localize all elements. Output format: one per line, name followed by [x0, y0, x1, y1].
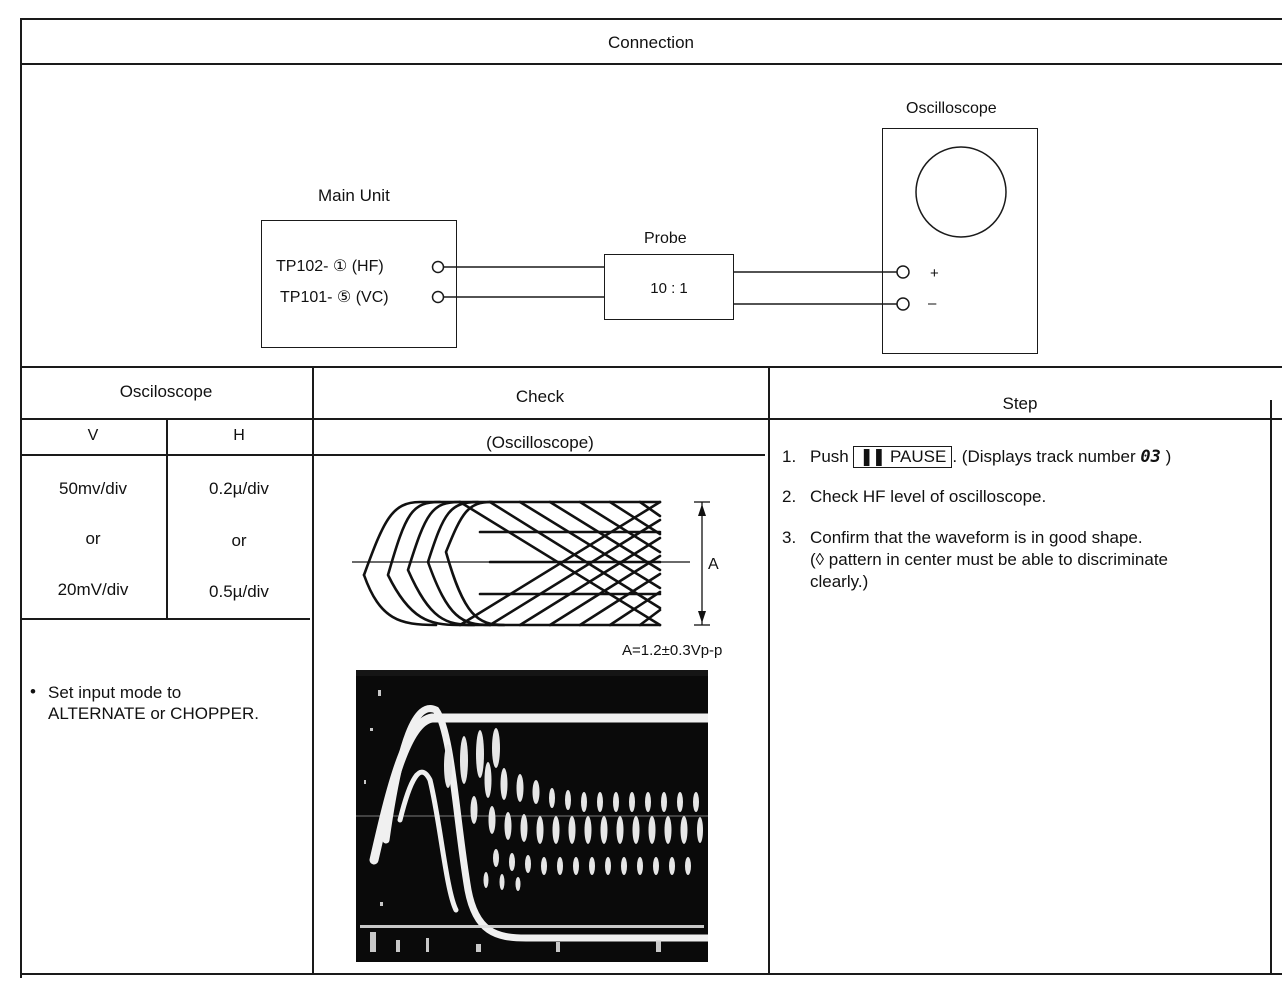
step-1-displays-text: . (Displays track number — [952, 447, 1135, 466]
bottom-border — [20, 973, 1282, 975]
pause-key-label: PAUSE — [890, 447, 946, 466]
v-value-2: 20mV/div — [20, 580, 166, 600]
h-column-header: H — [166, 427, 312, 445]
table-header-divider — [20, 418, 1282, 420]
settings-note-divider — [20, 618, 310, 620]
step-1-number: 1. — [782, 446, 796, 468]
step-1-close-paren: ) — [1166, 447, 1172, 466]
oscilloscope-screen-icon — [916, 147, 1006, 237]
v-value-1: 50mv/div — [20, 479, 166, 499]
amplitude-label: A — [708, 556, 719, 574]
step-2-number: 2. — [782, 486, 796, 508]
h-value-2: 0.5µ/div — [166, 582, 312, 602]
step-3: 3. Confirm that the waveform is in good … — [782, 527, 1277, 593]
col-divider-osc-check — [312, 366, 314, 975]
step-2: 2. Check HF level of oscilloscope. — [782, 486, 1277, 508]
h-value-1: 0.2µ/div — [166, 479, 312, 499]
check-header: Check — [312, 387, 768, 407]
connection-wiring-diagram — [0, 0, 1282, 400]
pause-key: ❚❚ PAUSE — [853, 446, 952, 468]
step-3-number: 3. — [782, 527, 796, 549]
col-divider-check-step — [768, 366, 770, 975]
expected-eye-pattern-diagram — [340, 490, 740, 635]
check-subheader: (Oscilloscope) — [312, 433, 768, 453]
track-number-lcd: 03 — [1140, 447, 1160, 467]
amplitude-spec: A=1.2±0.3Vp-p — [622, 642, 722, 659]
oscilloscope-waveform-photo — [356, 670, 708, 962]
osciloscope-header: Osciloscope — [20, 382, 312, 402]
step-3-line-1: Confirm that the waveform is in good sha… — [810, 527, 1277, 549]
step-3-line-2: (◊ pattern in center must be able to dis… — [810, 549, 1277, 571]
amplitude-arrowhead-up-icon — [698, 504, 706, 516]
tp102-terminal-icon — [433, 262, 444, 273]
pause-icon: ❚❚ — [859, 447, 884, 467]
tp101-terminal-icon — [433, 292, 444, 303]
step-2-text: Check HF level of oscilloscope. — [810, 486, 1277, 508]
amplitude-arrowhead-down-icon — [698, 611, 706, 623]
scope-plus-jack-icon — [897, 266, 909, 278]
input-mode-note-text: Set input mode to ALTERNATE or CHOPPER. — [48, 682, 260, 724]
v-value-or: or — [20, 529, 166, 549]
h-value-or: or — [166, 531, 312, 551]
bullet-icon: • — [30, 681, 36, 702]
step-1: 1. Push ❚❚PAUSE. (Displays track number … — [782, 446, 1277, 468]
step-header: Step — [768, 394, 1272, 414]
step-1-push-text: Push — [810, 447, 849, 466]
vh-header-divider — [20, 454, 765, 456]
scope-minus-jack-icon — [897, 298, 909, 310]
input-mode-note: • Set input mode to ALTERNATE or CHOPPER… — [30, 682, 260, 724]
v-column-header: V — [20, 427, 166, 445]
step-3-line-3: clearly.) — [810, 571, 1277, 593]
